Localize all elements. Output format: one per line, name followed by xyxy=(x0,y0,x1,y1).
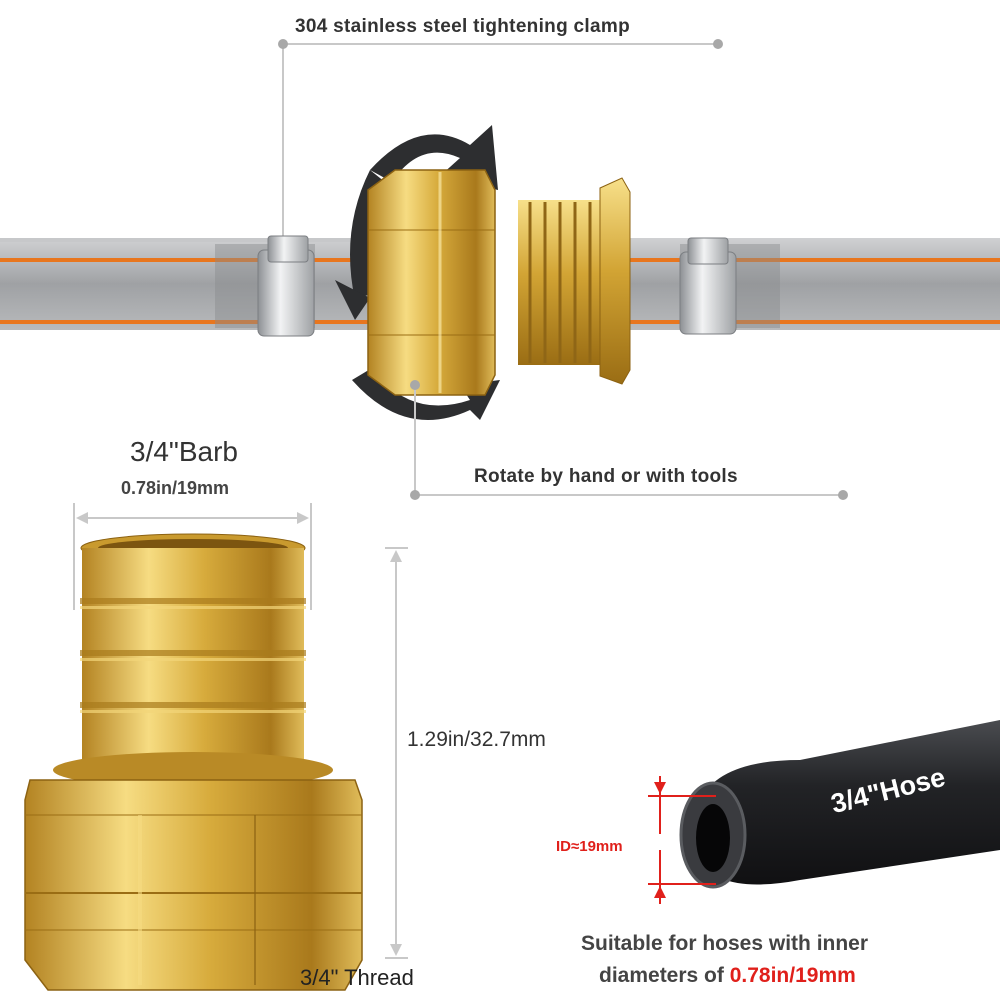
male-thread-fitting xyxy=(518,177,631,385)
rotate-callout: Rotate by hand or with tools xyxy=(474,466,738,487)
barb-fitting xyxy=(24,533,363,991)
suitability-prefix: diameters of xyxy=(599,964,730,987)
clamp-right xyxy=(679,237,737,335)
height-dimension xyxy=(385,547,408,959)
hose-right xyxy=(620,238,1000,330)
swivel-nut xyxy=(367,169,496,396)
clamp-callout-guide xyxy=(278,39,723,263)
suitability-line-1: Suitable for hoses with inner xyxy=(581,932,869,955)
barb-title: 3/4"Barb xyxy=(130,436,239,467)
suitability-highlight: 0.78in/19mm xyxy=(729,964,856,987)
rotate-callout-guide xyxy=(410,380,848,500)
inner-diameter-label: ID≈19mm xyxy=(556,838,623,855)
barb-width-dimension xyxy=(73,503,312,610)
suitability-line-2: diameters of 0.78in/19mm xyxy=(599,964,856,988)
inner-diameter-marker xyxy=(648,776,716,904)
clamp-left xyxy=(257,235,315,337)
rubber-hose xyxy=(679,720,1000,889)
thread-label: 3/4" Thread xyxy=(300,965,414,990)
hose-left xyxy=(0,238,380,330)
clamp-callout: 304 stainless steel tightening clamp xyxy=(295,16,630,37)
barb-size: 0.78in/19mm xyxy=(121,478,230,498)
height-label: 1.29in/32.7mm xyxy=(407,728,546,751)
